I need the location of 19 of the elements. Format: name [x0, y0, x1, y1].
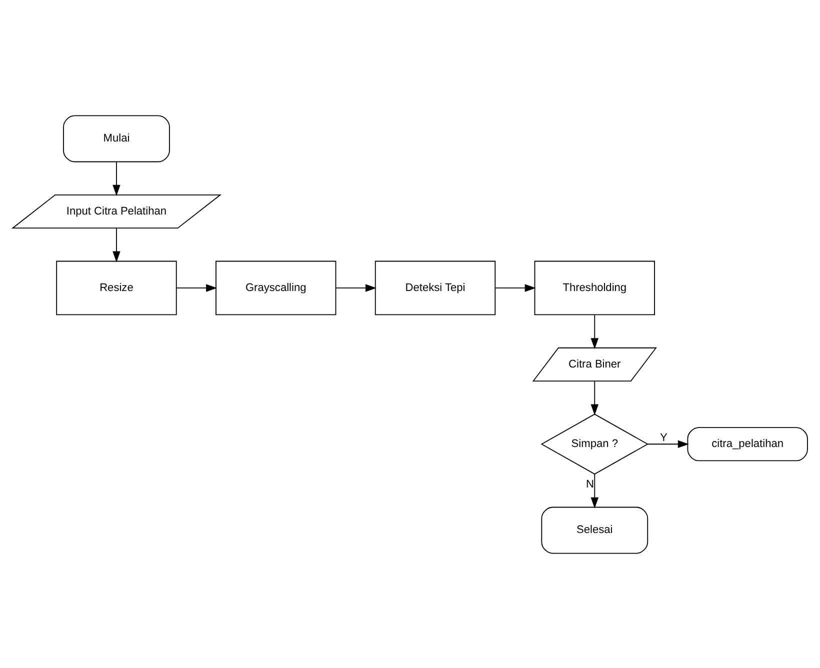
edge-label: N: [586, 478, 594, 490]
arrow: [112, 227, 120, 262]
node-box: Grayscalling: [216, 260, 336, 315]
arrow: [176, 284, 218, 292]
arrow: [590, 314, 599, 349]
node-box: citra_pelatihan: [687, 426, 808, 461]
node-box: Mulai: [63, 114, 170, 162]
node-box: Selesai: [541, 506, 648, 554]
arrow: [647, 440, 689, 448]
arrow: [112, 161, 120, 196]
node-box: Deteksi Tepi: [374, 260, 496, 315]
arrow: [335, 284, 377, 292]
node-box: Thresholding: [534, 260, 655, 315]
arrow: [590, 380, 599, 415]
arrow: [590, 473, 599, 508]
node-diamond: Simpan ?: [540, 413, 649, 474]
node-box: Resize: [56, 260, 177, 315]
edge-label: Y: [660, 432, 668, 444]
arrow: [494, 284, 536, 292]
